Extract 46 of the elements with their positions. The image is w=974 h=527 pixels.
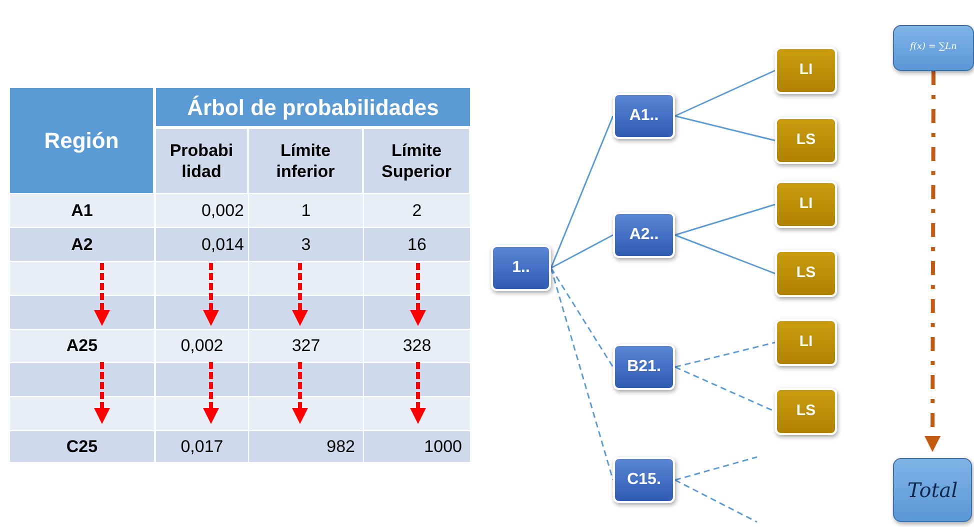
connector-line — [550, 116, 614, 268]
header-cell: Región — [10, 88, 153, 193]
process-box: A2.. — [613, 212, 675, 258]
cell-text: 1 — [301, 200, 311, 222]
cell-text: 0,002 — [201, 200, 244, 222]
cell-text: 3 — [301, 234, 311, 256]
process-box: LI — [775, 319, 837, 366]
connector-line — [550, 268, 614, 480]
connector-line — [674, 342, 776, 368]
connector-line — [550, 234, 614, 269]
connector-line — [674, 234, 776, 274]
arrow — [924, 71, 941, 452]
connector-line — [550, 268, 614, 368]
cell-text: A1 — [71, 200, 93, 222]
header-cell: Probabi lidad — [156, 129, 247, 193]
header-cell: Árbol de probabilidades — [156, 88, 470, 126]
connector-line — [674, 115, 776, 142]
process-box: LS — [775, 117, 837, 164]
process-box: LS — [775, 388, 837, 435]
connector-line — [674, 456, 758, 481]
process-box: B21. — [613, 344, 675, 390]
process-box: A1.. — [613, 93, 675, 139]
cell-text: 982 — [326, 436, 355, 458]
cell-text: 0,017 — [180, 436, 224, 458]
process-box: Total — [893, 458, 972, 522]
cell-text: C25 — [66, 436, 98, 458]
cell-text: 16 — [408, 234, 426, 256]
process-box: LI — [775, 181, 837, 228]
process-box: f(x) = ∑Ln — [893, 25, 974, 71]
connector-line — [674, 70, 776, 117]
process-box: LS — [775, 250, 837, 297]
process-box: C15. — [613, 457, 675, 503]
cell-text: 328 — [402, 335, 432, 358]
cell-text: 1000 — [424, 436, 462, 458]
process-box: 1.. — [491, 245, 551, 291]
cell-text: A25 — [66, 335, 98, 358]
connector-line — [674, 479, 758, 523]
cell-text: A2 — [71, 234, 93, 256]
cell-text: 0,014 — [201, 234, 244, 256]
connector-line — [674, 204, 776, 236]
header-cell: Límite inferior — [249, 129, 362, 193]
process-box: LI — [775, 47, 837, 94]
cell-text: 0,002 — [180, 335, 224, 358]
cell-text: 2 — [412, 200, 422, 222]
header-cell: Límite Superior — [364, 129, 469, 193]
cell-text: 327 — [292, 335, 320, 358]
